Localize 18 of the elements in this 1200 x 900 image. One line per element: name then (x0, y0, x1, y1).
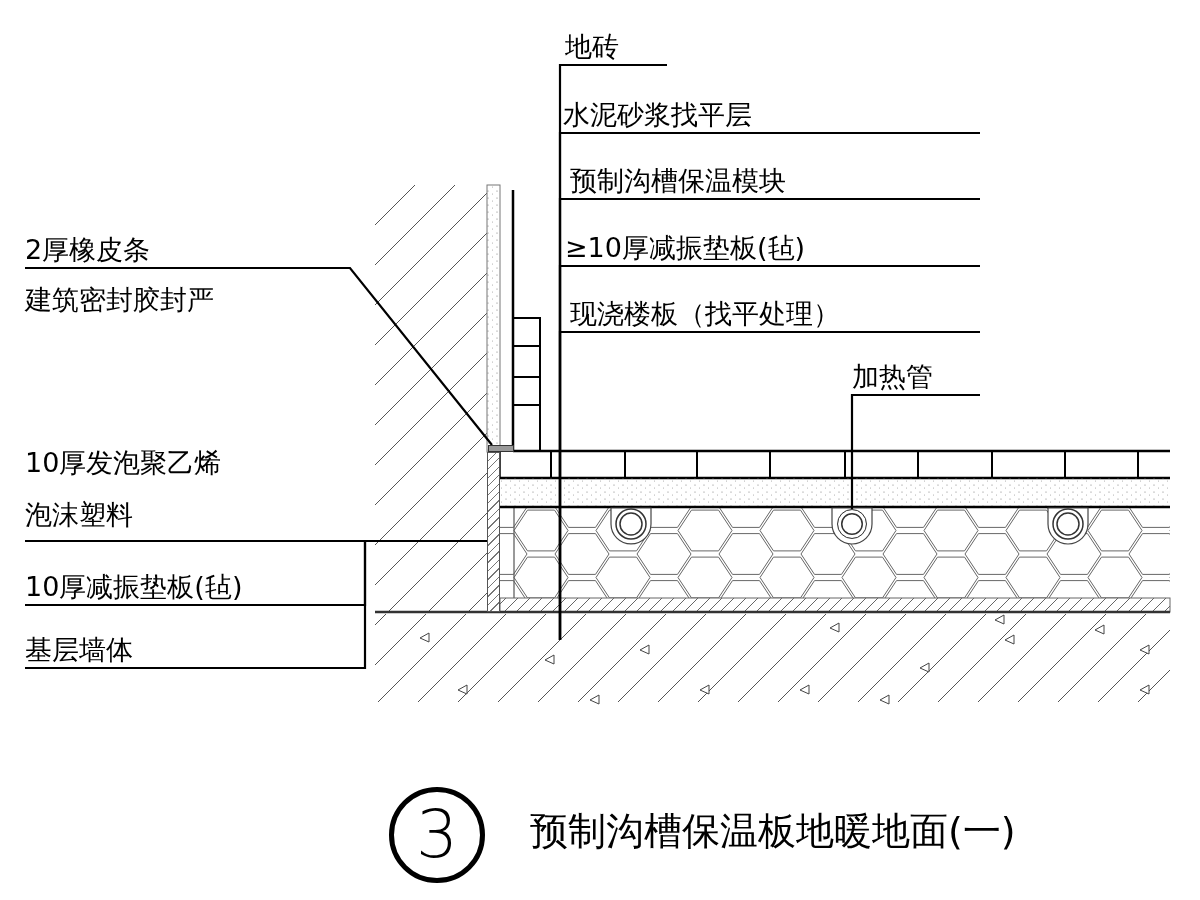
callout-text: 2厚橡皮条 (25, 233, 152, 267)
detail-number: 3 (389, 787, 485, 883)
callout-text: 加热管 (852, 360, 933, 394)
foam-strip (487, 452, 500, 612)
drawing-title: 预制沟槽保温板地暖地面(一) (530, 808, 1016, 854)
leader-line (558, 330, 982, 640)
callout-text: 10厚减振垫板(毡) (25, 570, 243, 604)
callout-text: 建筑密封胶封严 (25, 283, 214, 317)
callout-text: ≥10厚减振垫板(毡) (565, 231, 806, 265)
callout-text: 基层墙体 (25, 633, 133, 667)
callout-text: 预制沟槽保温模块 (570, 164, 786, 198)
callout-text: 现浇楼板（找平处理） (570, 297, 840, 331)
leader-line (25, 266, 493, 446)
callout-text: 10厚发泡聚乙烯泡沫塑料 (25, 437, 247, 541)
callout-text: 地砖 (565, 30, 619, 64)
callout-text: 水泥砂浆找平层 (563, 98, 752, 132)
leader-line (850, 393, 980, 509)
rubber-strip (488, 445, 514, 452)
